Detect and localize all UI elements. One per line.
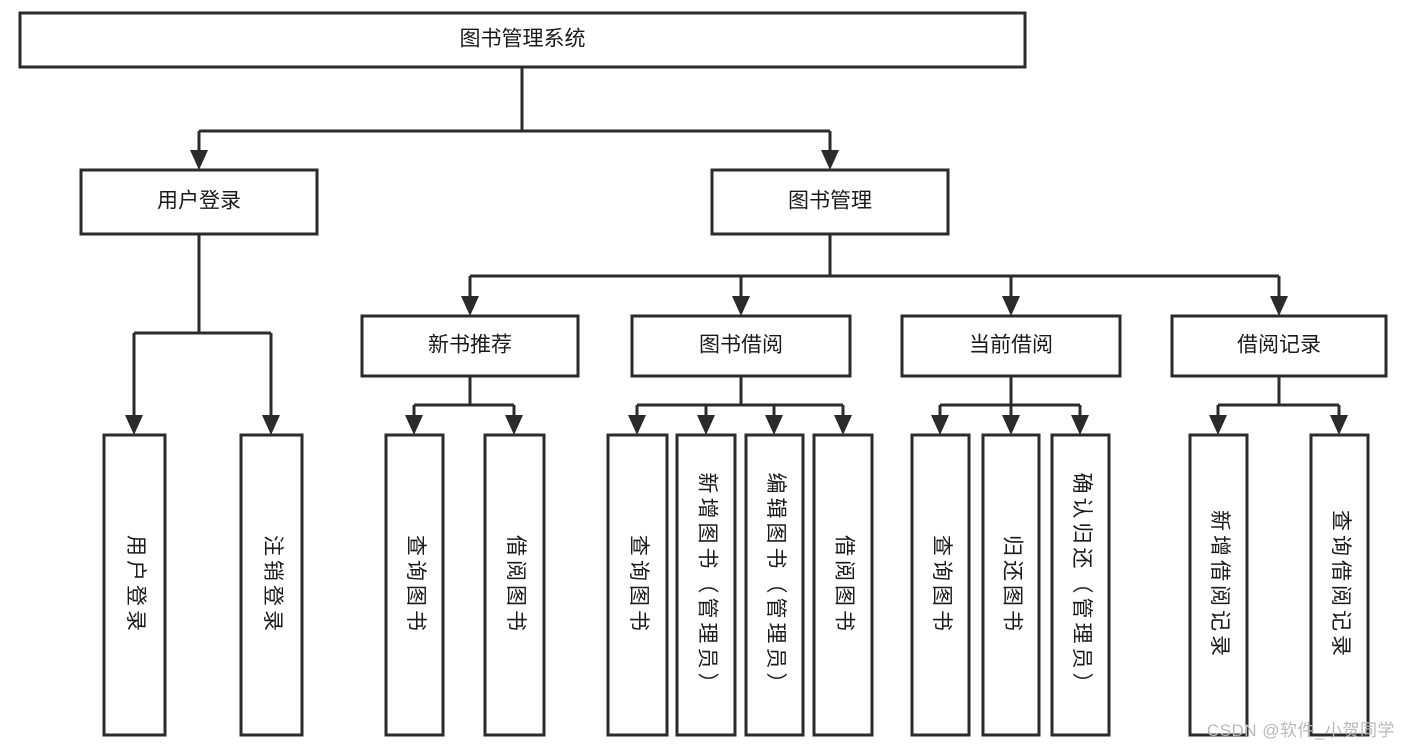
leaf-node[interactable]: 新增借阅记录 [1188,433,1249,737]
level1-to-level2-arrow-2 [1002,296,1020,316]
leaf-label: 新增图书（管理员） [695,473,718,698]
leaf-box[interactable] [384,433,445,737]
leaf-box[interactable] [744,433,805,737]
level2-box[interactable] [900,314,1122,378]
level1-to-level2-arrow-3 [1270,296,1288,316]
leaf-label: 查询图书 [404,535,427,635]
level1-label: 用户登录 [157,190,241,213]
level2-node[interactable]: 借阅记录 [1170,314,1388,378]
group-2-arrow-0 [628,415,646,435]
leaf-node[interactable]: 借阅图书 [483,433,546,737]
group-3-arrow-0 [931,415,949,435]
group-1-arrow-0 [405,415,423,435]
group-4-arrow-0 [1209,415,1227,435]
level1-to-level2-arrow-1 [732,296,750,316]
nodes-layer: 图书管理系统用户登录图书管理新书推荐图书借阅当前借阅借阅记录用户登录注销登录查询… [18,11,1388,737]
leaf-node[interactable]: 归还图书 [981,433,1041,737]
level2-box[interactable] [630,314,852,378]
leaf-label: 查询图书 [930,535,953,635]
leaf-node[interactable]: 查询借阅记录 [1309,433,1370,737]
group-4-arrow-1 [1330,415,1348,435]
level1-node[interactable]: 用户登录 [79,168,319,236]
leaf-label: 编辑图书（管理员） [764,473,787,698]
leaf-node[interactable]: 借阅图书 [812,433,874,737]
level2-node[interactable]: 新书推荐 [360,314,580,378]
leaf-box[interactable] [606,433,669,737]
leaf-node[interactable]: 编辑图书（管理员） [744,433,805,737]
group-2-arrow-3 [834,415,852,435]
level2-box[interactable] [360,314,580,378]
level2-label: 图书借阅 [699,334,783,357]
group-0-arrow-1 [262,415,280,435]
leaf-node[interactable]: 确认归还（管理员） [1050,433,1111,737]
level1-label: 图书管理 [788,190,872,213]
leaf-label: 归还图书 [1000,535,1023,635]
leaf-label: 新增借阅记录 [1208,510,1231,660]
level1-box[interactable] [79,168,319,236]
root-box[interactable] [18,11,1027,69]
level2-label: 新书推荐 [428,334,512,357]
leaf-box[interactable] [1188,433,1249,737]
level2-node[interactable]: 图书借阅 [630,314,852,378]
leaf-box[interactable] [102,433,167,737]
level1-box[interactable] [710,168,950,236]
level2-label: 当前借阅 [969,334,1053,357]
root-label: 图书管理系统 [460,28,586,51]
leaf-box[interactable] [483,433,546,737]
connectors-layer [125,67,1348,435]
group-2-arrow-2 [765,415,783,435]
leaf-label: 确认归还（管理员） [1070,473,1093,698]
level2-node[interactable]: 当前借阅 [900,314,1122,378]
root-to-level1-arrow-1 [821,150,839,170]
leaf-label: 借阅图书 [832,535,855,635]
leaf-label: 查询图书 [627,535,650,635]
watermark-label: CSDN @软件_小贺同学 [1206,721,1395,740]
leaf-node[interactable]: 查询图书 [606,433,669,737]
leaf-box[interactable] [239,433,304,737]
leaf-label: 用户登录 [124,535,147,635]
leaf-box[interactable] [1309,433,1370,737]
leaf-label: 查询借阅记录 [1329,510,1352,660]
root-node[interactable]: 图书管理系统 [18,11,1027,69]
leaf-box[interactable] [981,433,1041,737]
level2-label: 借阅记录 [1237,334,1321,357]
leaf-box[interactable] [812,433,874,737]
leaf-box[interactable] [1050,433,1111,737]
leaf-box[interactable] [675,433,737,737]
root-to-level1-arrow-0 [190,150,208,170]
group-1-arrow-1 [505,415,523,435]
leaf-node[interactable]: 查询图书 [910,433,971,737]
group-0-arrow-0 [125,415,143,435]
group-3-arrow-1 [1002,415,1020,435]
group-2-arrow-1 [697,415,715,435]
leaf-node[interactable]: 注销登录 [239,433,304,737]
level1-node[interactable]: 图书管理 [710,168,950,236]
leaf-node[interactable]: 用户登录 [102,433,167,737]
group-3-arrow-2 [1071,415,1089,435]
leaf-label: 借阅图书 [504,535,527,635]
leaf-node[interactable]: 新增图书（管理员） [675,433,737,737]
leaf-box[interactable] [910,433,971,737]
leaf-label: 注销登录 [261,535,284,635]
level1-to-level2-arrow-0 [461,296,479,316]
leaf-node[interactable]: 查询图书 [384,433,445,737]
level2-box[interactable] [1170,314,1388,378]
